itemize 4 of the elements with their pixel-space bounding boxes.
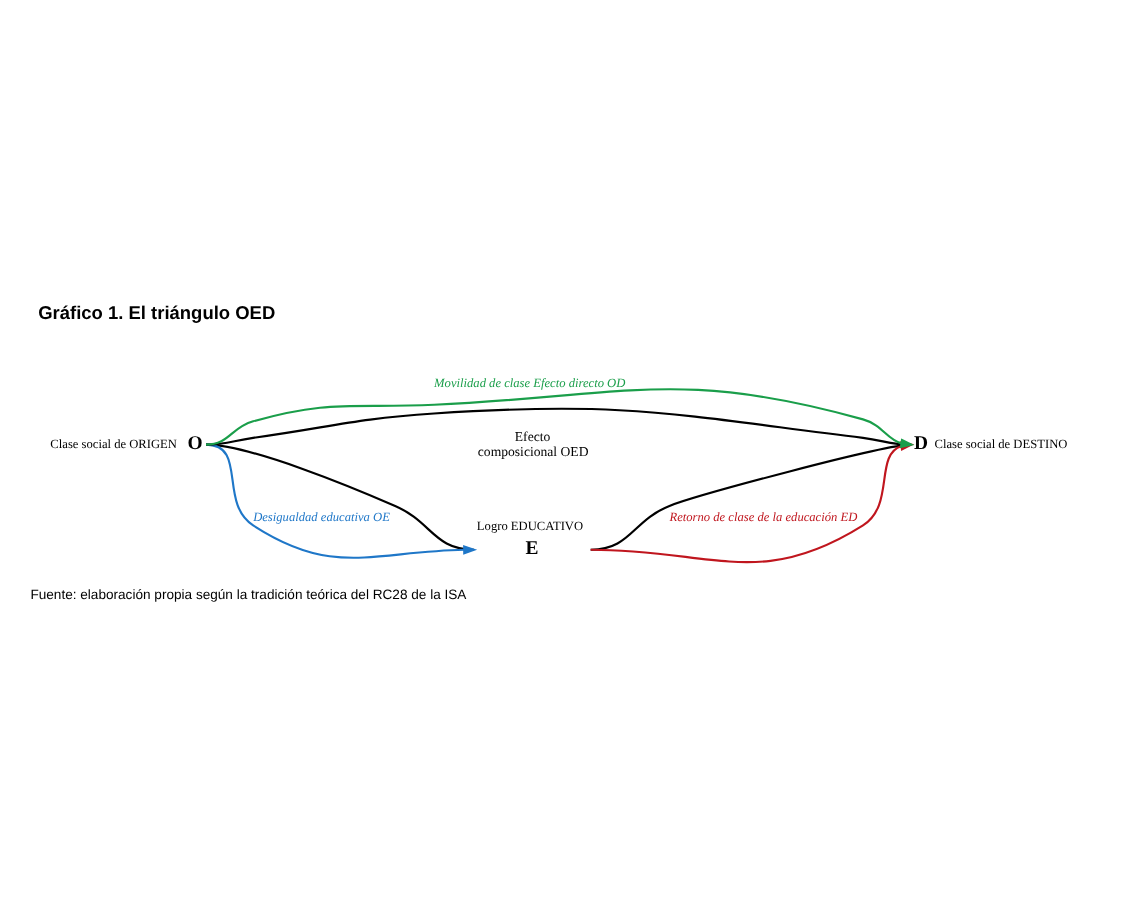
node-text: D <box>914 431 929 454</box>
node-text: O <box>187 431 203 454</box>
node-text: E <box>525 536 539 559</box>
diagram-title: Gráfico 1. El triángulo OED <box>38 302 276 323</box>
